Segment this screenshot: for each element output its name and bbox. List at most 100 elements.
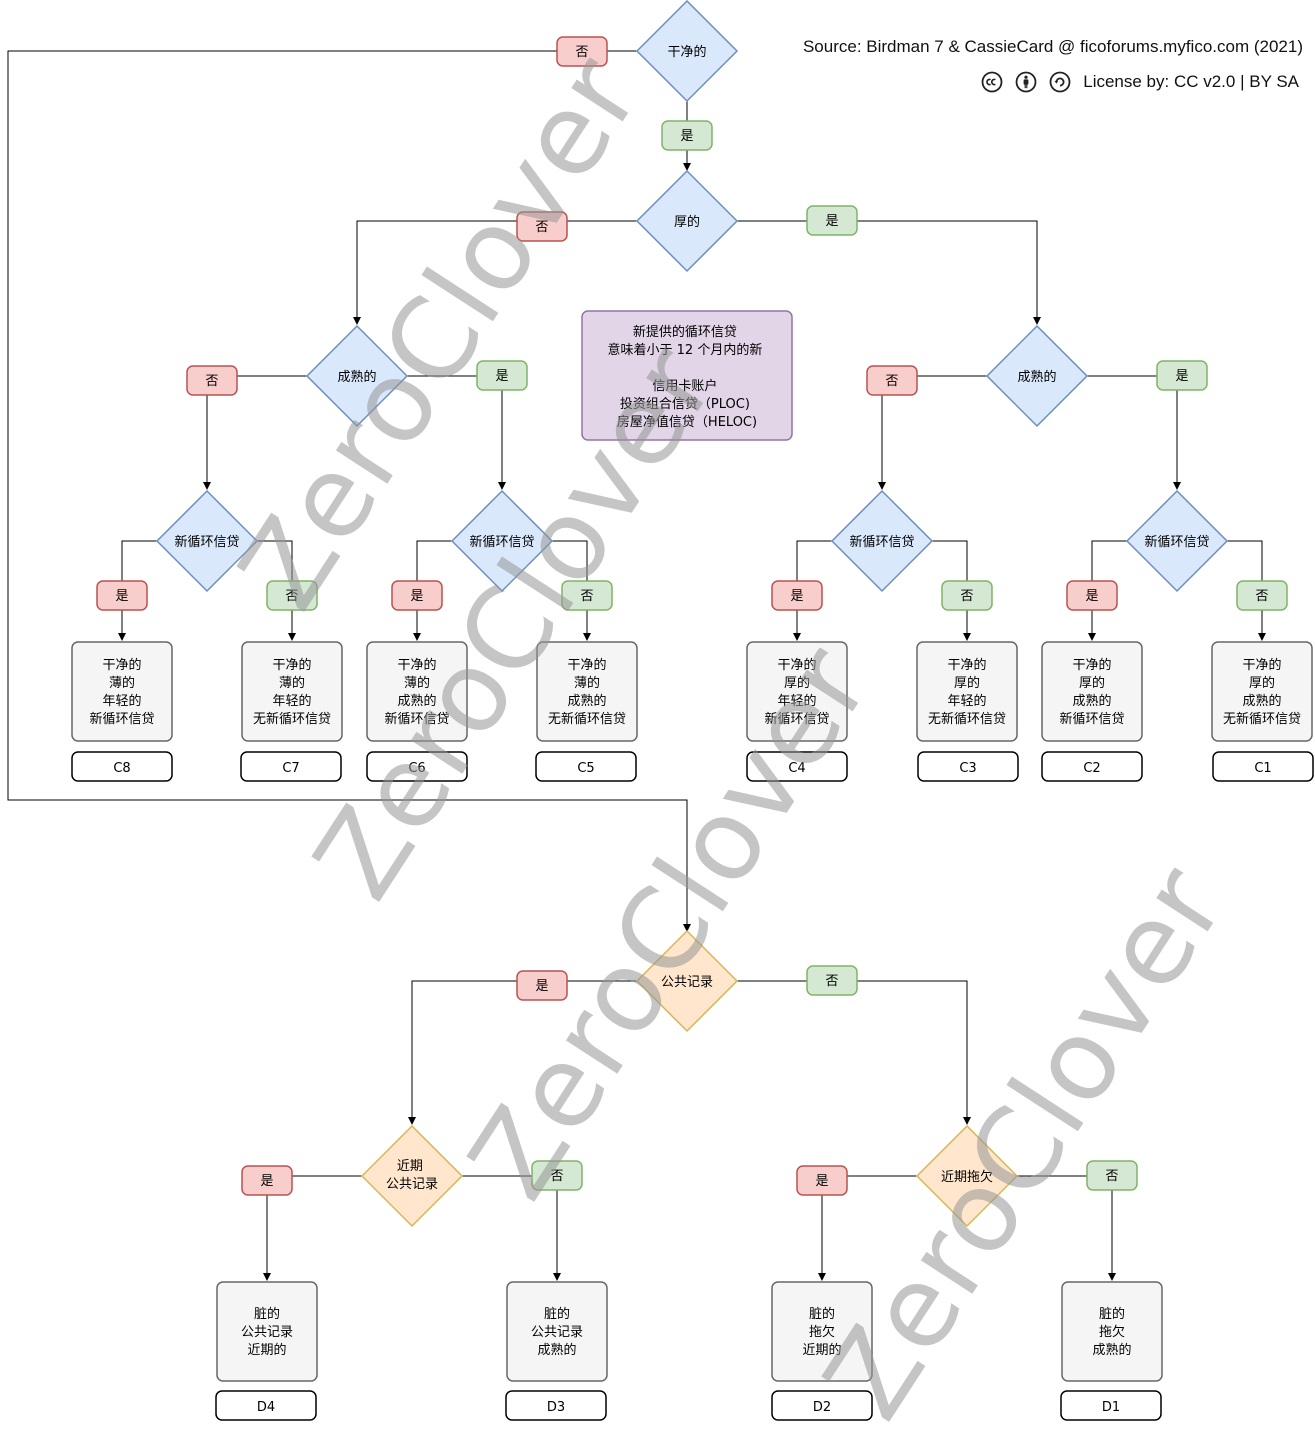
- outcome-c5: 干净的薄的成熟的无新循环信贷: [536, 641, 638, 742]
- svg-text:近期拖欠: 近期拖欠: [941, 1169, 993, 1185]
- outcome-d2: 脏的拖欠近期的: [771, 1281, 873, 1382]
- outcome-c3: 干净的厚的年轻的无新循环信贷: [916, 641, 1018, 742]
- code-c7: C7: [240, 751, 342, 782]
- sa-icon: [1049, 71, 1071, 93]
- svg-text:是: 是: [260, 1174, 273, 1189]
- cc-icon: [981, 71, 1003, 93]
- edge-mature-right-yes: [1087, 375, 1181, 490]
- svg-text:D3: D3: [547, 1400, 565, 1415]
- outcome-d3: 脏的公共记录成熟的: [506, 1281, 608, 1382]
- svg-text:脏的拖欠成熟的: 脏的拖欠成熟的: [1092, 1306, 1131, 1358]
- label-mature-left-no: 否: [186, 365, 238, 396]
- label-rpr-no: 否: [531, 1160, 583, 1191]
- svg-text:否: 否: [885, 374, 898, 389]
- label-nr2-yes: 是: [391, 580, 443, 611]
- edge-mature-left-yes: [407, 375, 506, 490]
- label-nr4-no: 否: [1236, 580, 1288, 611]
- decision-new-revolving-3: 新循环信贷: [830, 489, 934, 593]
- svg-text:C7: C7: [282, 761, 299, 776]
- code-c5: C5: [535, 751, 637, 782]
- outcome-c1: 干净的厚的成熟的无新循环信贷: [1211, 641, 1313, 742]
- decision-new-revolving-2: 新循环信贷: [450, 489, 554, 593]
- svg-text:新循环信贷: 新循环信贷: [469, 534, 534, 550]
- edge-thick-yes: [737, 220, 1041, 325]
- edge-thick-no: [353, 220, 637, 325]
- outcome-c6: 干净的薄的成熟的新循环信贷: [366, 641, 468, 742]
- decision-new-revolving-4: 新循环信贷: [1125, 489, 1229, 593]
- svg-text:否: 否: [575, 45, 588, 60]
- svg-text:脏的公共记录近期的: 脏的公共记录近期的: [241, 1306, 293, 1358]
- svg-text:C8: C8: [113, 761, 130, 776]
- svg-text:是: 是: [535, 979, 548, 994]
- code-d3: D3: [505, 1390, 607, 1421]
- label-nr3-yes: 是: [771, 580, 823, 611]
- code-c8: C8: [71, 751, 173, 782]
- decision-new-revolving-1: 新循环信贷: [155, 489, 259, 593]
- code-c6: C6: [366, 751, 468, 782]
- label-rl-yes: 是: [796, 1165, 848, 1196]
- label-thick-no: 否: [516, 211, 568, 242]
- outcome-d1: 脏的拖欠成熟的: [1061, 1281, 1163, 1382]
- code-c4: C4: [746, 751, 848, 782]
- outcome-d4: 脏的公共记录近期的: [216, 1281, 318, 1382]
- label-thick-yes: 是: [806, 205, 858, 236]
- svg-text:C4: C4: [788, 761, 805, 776]
- code-d4: D4: [215, 1390, 317, 1421]
- svg-text:是: 是: [1085, 589, 1098, 604]
- label-mature-left-yes: 是: [476, 360, 528, 391]
- label-nr4-yes: 是: [1066, 580, 1118, 611]
- svg-text:C6: C6: [408, 761, 425, 776]
- decision-thick: 厚的: [635, 169, 739, 273]
- edge-clean-no: [7, 50, 691, 932]
- svg-text:是: 是: [495, 369, 508, 384]
- source-credit: Source: Birdman 7 & CassieCard @ ficofor…: [802, 37, 1303, 56]
- outcome-c8: 干净的薄的年轻的新循环信贷: [71, 641, 173, 742]
- svg-text:公共记录: 公共记录: [661, 975, 713, 990]
- decision-mature-left: 成熟的: [305, 324, 409, 428]
- svg-text:否: 否: [205, 374, 218, 389]
- svg-text:否: 否: [1105, 1169, 1118, 1184]
- label-nr2-no: 否: [561, 580, 613, 611]
- decision-recent-public-record: 近期 公共记录: [360, 1124, 464, 1228]
- decision-public-record: 公共记录: [635, 929, 739, 1033]
- label-rl-no: 否: [1086, 1160, 1138, 1191]
- svg-text:是: 是: [680, 129, 693, 144]
- svg-text:干净的厚的成熟的新循环信贷: 干净的厚的成熟的新循环信贷: [1059, 657, 1124, 727]
- code-c3: C3: [917, 751, 1019, 782]
- svg-text:脏的公共记录成熟的: 脏的公共记录成熟的: [531, 1306, 583, 1358]
- svg-text:否: 否: [1255, 589, 1268, 604]
- label-mature-right-no: 否: [866, 365, 918, 396]
- svg-text:是: 是: [815, 1174, 828, 1189]
- label-clean-yes: 是: [661, 120, 713, 151]
- label-nr1-yes: 是: [96, 580, 148, 611]
- license-text: License by: CC v2.0 | BY SA: [1083, 72, 1299, 91]
- svg-text:否: 否: [550, 1169, 563, 1184]
- svg-text:C1: C1: [1254, 761, 1271, 776]
- svg-text:C2: C2: [1083, 761, 1100, 776]
- svg-text:新循环信贷: 新循环信贷: [174, 534, 239, 550]
- outcome-c4: 干净的厚的年轻的新循环信贷: [746, 641, 848, 742]
- code-c1: C1: [1212, 751, 1314, 782]
- label-clean-no: 否: [556, 36, 608, 67]
- label-mature-right-yes: 是: [1156, 360, 1208, 391]
- note-text: 新提供的循环信贷 意味着小于 12 个月内的新 信用卡账户 投资组合信贷（PLO…: [608, 324, 767, 430]
- svg-text:是: 是: [410, 589, 423, 604]
- svg-text:否: 否: [285, 589, 298, 604]
- svg-text:是: 是: [115, 589, 128, 604]
- svg-text:新循环信贷: 新循环信贷: [849, 534, 914, 550]
- decision-clean: 干净的: [635, 0, 739, 103]
- svg-text:否: 否: [960, 589, 973, 604]
- svg-text:D4: D4: [257, 1400, 275, 1415]
- svg-text:干净的薄的年轻的无新循环信贷: 干净的薄的年轻的无新循环信贷: [253, 657, 331, 727]
- code-c2: C2: [1041, 751, 1143, 782]
- svg-text:成熟的: 成熟的: [1017, 369, 1056, 385]
- edge-rl-no: [1017, 1175, 1116, 1281]
- svg-text:C3: C3: [959, 761, 976, 776]
- note-box: 新提供的循环信贷 意味着小于 12 个月内的新 信用卡账户 投资组合信贷（PLO…: [581, 310, 793, 441]
- svg-text:厚的: 厚的: [674, 214, 700, 230]
- svg-text:D2: D2: [813, 1400, 831, 1415]
- svg-text:是: 是: [1175, 369, 1188, 384]
- svg-text:近期 公共记录: 近期 公共记录: [386, 1159, 438, 1192]
- svg-text:否: 否: [825, 974, 838, 989]
